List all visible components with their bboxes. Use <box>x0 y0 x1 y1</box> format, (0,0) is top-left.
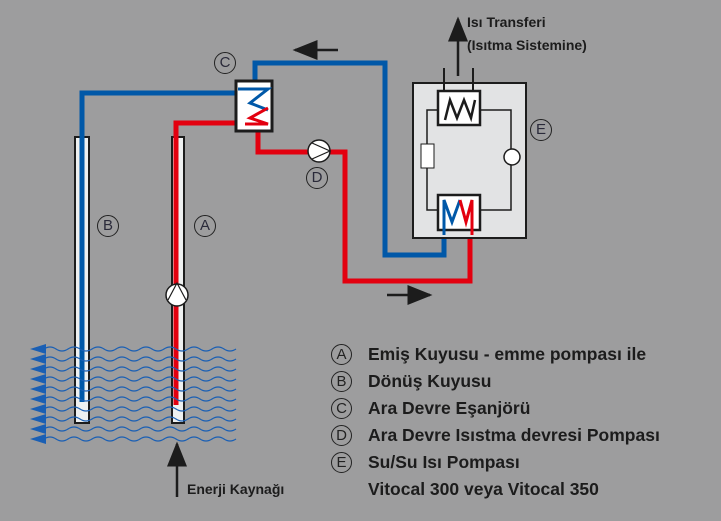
wave-arrow-icon <box>30 354 46 364</box>
circulation-pump-d-icon <box>307 139 332 163</box>
wave-line <box>43 366 237 372</box>
wave-line <box>43 436 237 442</box>
wave-arrow-icon <box>30 404 46 414</box>
wave-arrow-icon <box>30 344 46 354</box>
wave-arrow-icon <box>30 394 46 404</box>
intermediate-heat-exchanger-c <box>234 79 274 133</box>
wave-line <box>43 376 237 382</box>
cold-pipe-to-well <box>79 90 238 402</box>
legend-marker: C <box>331 398 352 419</box>
wave-arrow-icon <box>30 384 46 394</box>
groundwater-flow-icon <box>30 344 237 444</box>
hot-pipe-from-well <box>173 120 245 405</box>
marker-c: C <box>214 52 236 74</box>
legend-text: Dönüş Kuyusu <box>368 371 492 391</box>
wave-line <box>43 416 237 422</box>
wave-line <box>43 386 237 392</box>
well-pump-icon <box>165 281 189 307</box>
cold-pipe-intermediate <box>252 60 447 258</box>
marker-e: E <box>530 119 552 141</box>
legend-marker: E <box>331 452 352 473</box>
legend-marker: A <box>331 344 352 365</box>
legend-marker: D <box>331 425 352 446</box>
hot-pipe-intermediate <box>255 128 473 284</box>
heating-system-label: (Isıtma Sistemine) <box>467 37 587 53</box>
legend-text: Emiş Kuyusu - emme pompası ile <box>368 344 647 364</box>
legend-text: Ara Devre Eşanjörü <box>368 398 531 418</box>
marker-d: D <box>306 167 328 189</box>
wave-arrow-icon <box>30 414 46 424</box>
wave-line <box>43 406 237 412</box>
legend-text: Su/Su Isı Pompası <box>368 452 520 472</box>
marker-a: A <box>194 215 216 237</box>
wave-arrow-icon <box>30 374 46 384</box>
wave-line <box>43 356 237 362</box>
wave-line <box>43 426 237 432</box>
legend-marker: B <box>331 371 352 392</box>
heat-transfer-label: Isı Transferi <box>467 14 546 30</box>
heat-pump-unit-e <box>412 68 527 239</box>
wave-arrow-icon <box>30 364 46 374</box>
wave-line <box>43 396 237 402</box>
wave-arrow-icon <box>30 434 46 444</box>
wave-line <box>43 346 237 352</box>
marker-b: B <box>97 215 119 237</box>
energy-source-label: Enerji Kaynağı <box>187 481 285 497</box>
wave-arrow-icon <box>30 424 46 434</box>
legend-text: Ara Devre Isıstma devresi Pompası <box>368 425 660 445</box>
legend-text: Vitocal 300 veya Vitocal 350 <box>368 479 599 499</box>
